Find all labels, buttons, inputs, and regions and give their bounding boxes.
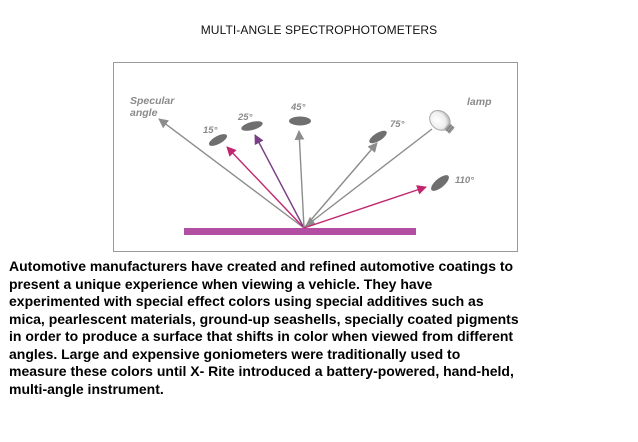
- detector-75: [369, 130, 387, 144]
- reflected-ray-15: [226, 146, 305, 229]
- diagram-canvas: Specular angle 15° 25° 45° 75° 110° lamp: [130, 95, 492, 235]
- angle-label-110: 110°: [455, 175, 474, 186]
- light-bulb-icon: [429, 110, 455, 134]
- angle-label-75: 75°: [390, 119, 405, 130]
- slide-title: MULTI-ANGLE SPECTROPHOTOMETERS: [200, 23, 438, 37]
- angle-label-45: 45°: [290, 102, 306, 113]
- reflected-ray-75: [303, 142, 378, 229]
- angle-label-25: 25°: [237, 112, 253, 123]
- sample-surface: [184, 228, 416, 235]
- detector-25: [241, 121, 263, 131]
- lamp-label: lamp: [467, 96, 492, 108]
- reflected-ray-45: [294, 130, 305, 229]
- body-paragraph: Automotive manufacturers have created an…: [9, 258, 519, 397]
- angle-label-15: 15°: [203, 125, 218, 136]
- reflected-ray-25: [254, 134, 305, 229]
- detector-15: [208, 134, 228, 146]
- multi-angle-diagram: Specular angle 15° 25° 45° 75° 110° lamp: [113, 62, 518, 252]
- specular-angle-label-line1: Specular: [130, 95, 175, 107]
- reflected-ray-110: [303, 185, 427, 229]
- specular-ray: [158, 118, 305, 229]
- specular-angle-label-line2: angle: [130, 107, 158, 119]
- detector-45: [289, 116, 311, 126]
- incident-ray: [305, 128, 433, 227]
- detector-110: [431, 175, 449, 191]
